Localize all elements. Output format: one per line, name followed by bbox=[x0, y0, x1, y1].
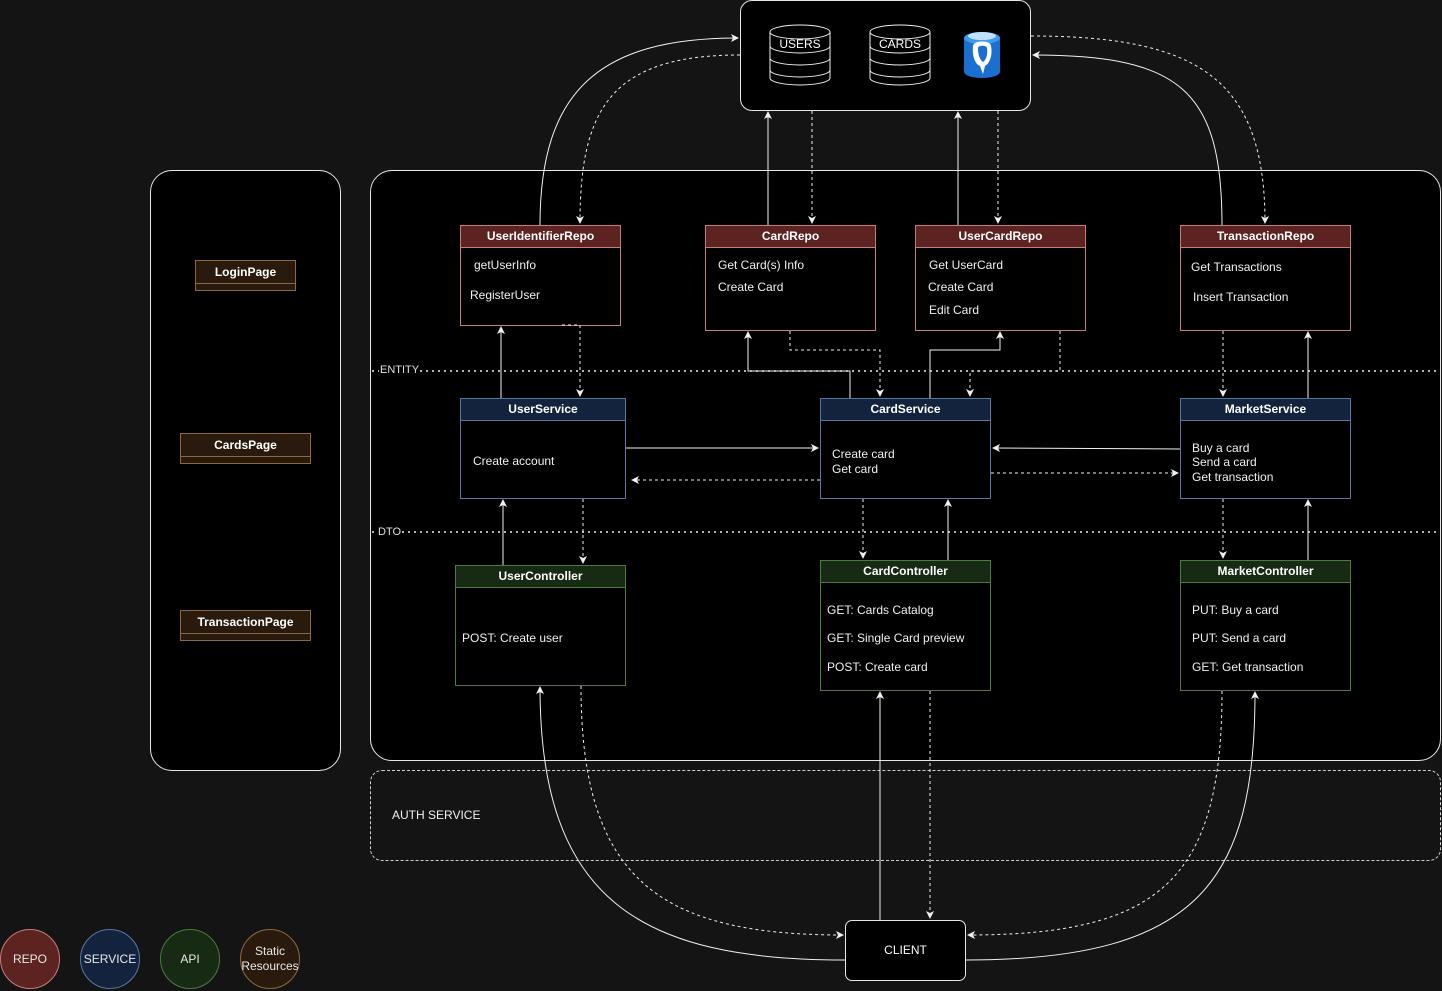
user-service-title: UserService bbox=[461, 399, 625, 421]
legend-service: SERVICE bbox=[80, 929, 140, 989]
repo-method: getUserInfo bbox=[474, 258, 537, 272]
repo-method: Edit Card bbox=[929, 303, 980, 317]
client-box[interactable]: CLIENT bbox=[845, 920, 966, 981]
service-method: Send a card bbox=[1192, 455, 1257, 469]
users-db-label: USERS bbox=[779, 37, 820, 51]
user-identifier-repo[interactable]: UserIdentifierRepo getUserInfo RegisterU… bbox=[460, 225, 621, 326]
cards-db-icon bbox=[869, 24, 931, 86]
repo-method: Get Transactions bbox=[1191, 260, 1282, 274]
login-page-label: LoginPage bbox=[196, 261, 295, 284]
user-controller-title: UserController bbox=[456, 566, 625, 588]
card-service-title: CardService bbox=[821, 399, 990, 421]
card-controller-title: CardController bbox=[821, 561, 990, 583]
repo-method: Create Card bbox=[718, 280, 784, 294]
endpoint: PUT: Buy a card bbox=[1192, 603, 1279, 617]
legend-service-label: SERVICE bbox=[83, 951, 137, 966]
users-db-icon bbox=[769, 24, 831, 86]
transaction-page-label: TransactionPage bbox=[181, 611, 310, 634]
cards-db-label: CARDS bbox=[879, 37, 921, 51]
service-method: Get transaction bbox=[1192, 470, 1274, 484]
transaction-page[interactable]: TransactionPage bbox=[180, 610, 311, 641]
market-service[interactable]: MarketService Buy a card Send a card Get… bbox=[1180, 398, 1351, 499]
login-page[interactable]: LoginPage bbox=[195, 260, 296, 291]
legend-api-label: API bbox=[180, 951, 200, 966]
market-controller-title: MarketController bbox=[1181, 561, 1350, 583]
endpoint: PUT: Send a card bbox=[1192, 631, 1287, 645]
client-label: CLIENT bbox=[884, 943, 927, 957]
postgresql-icon bbox=[964, 32, 1000, 78]
service-method: Buy a card bbox=[1192, 441, 1250, 455]
auth-service-label: AUTH SERVICE bbox=[392, 808, 481, 822]
endpoint: GET: Get transaction bbox=[1192, 660, 1304, 674]
endpoint: GET: Cards Catalog bbox=[827, 603, 934, 617]
service-method: Create account bbox=[473, 454, 555, 468]
entity-label: ENTITY bbox=[379, 364, 421, 376]
card-repo[interactable]: CardRepo Get Card(s) Info Create Card bbox=[705, 225, 876, 331]
endpoint: GET: Single Card preview bbox=[827, 631, 965, 645]
cards-page[interactable]: CardsPage bbox=[180, 433, 311, 464]
user-identifier-repo-title: UserIdentifierRepo bbox=[461, 226, 620, 248]
repo-method: Get Card(s) Info bbox=[718, 258, 805, 272]
transaction-repo[interactable]: TransactionRepo Get Transactions Insert … bbox=[1180, 225, 1351, 331]
market-service-title: MarketService bbox=[1181, 399, 1350, 421]
card-controller[interactable]: CardController GET: Cards Catalog GET: S… bbox=[820, 560, 991, 691]
repo-method: RegisterUser bbox=[470, 288, 541, 302]
user-service[interactable]: UserService Create account bbox=[460, 398, 626, 499]
card-service[interactable]: CardService Create card Get card bbox=[820, 398, 991, 499]
legend-repo: REPO bbox=[0, 929, 60, 989]
user-card-repo[interactable]: UserCardRepo Get UserCard Create Card Ed… bbox=[915, 225, 1086, 331]
user-card-repo-title: UserCardRepo bbox=[916, 226, 1085, 248]
legend-repo-label: REPO bbox=[12, 951, 47, 966]
repo-method: Insert Transaction bbox=[1193, 290, 1289, 304]
auth-service-box: AUTH SERVICE bbox=[370, 770, 1441, 861]
repo-method: Get UserCard bbox=[929, 258, 1004, 272]
endpoint: POST: Create card bbox=[827, 660, 928, 674]
market-controller[interactable]: MarketController PUT: Buy a card PUT: Se… bbox=[1180, 560, 1351, 691]
service-method: Create card bbox=[832, 447, 895, 461]
endpoint: POST: Create user bbox=[462, 631, 563, 645]
dto-label: DTO bbox=[377, 526, 403, 538]
card-repo-title: CardRepo bbox=[706, 226, 875, 248]
repo-method: Create Card bbox=[928, 280, 994, 294]
legend-api: API bbox=[160, 929, 220, 989]
cards-page-label: CardsPage bbox=[181, 434, 310, 457]
service-method: Get card bbox=[832, 462, 879, 476]
user-controller[interactable]: UserController POST: Create user bbox=[455, 565, 626, 686]
transaction-repo-title: TransactionRepo bbox=[1181, 226, 1350, 248]
